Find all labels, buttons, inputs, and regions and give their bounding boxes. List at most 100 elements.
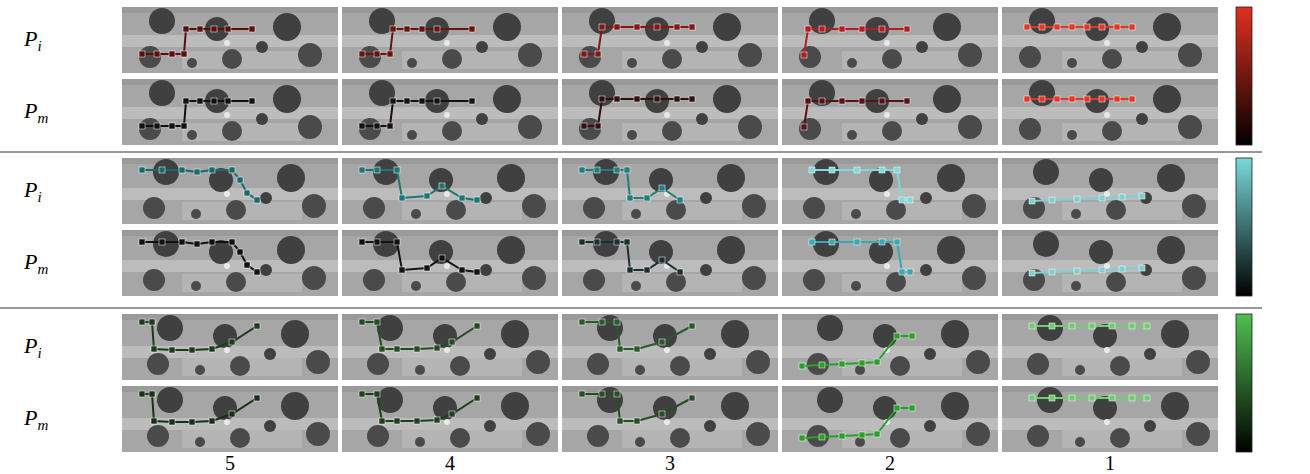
waypoint-marker <box>434 417 440 423</box>
waypoint-marker <box>1099 267 1105 273</box>
waypoint-marker <box>1129 24 1135 30</box>
waypoint-marker <box>439 183 445 189</box>
aerial-thumbnail <box>562 386 778 452</box>
waypoint-marker <box>151 418 157 424</box>
waypoint-marker <box>1084 96 1090 102</box>
waypoint-marker <box>659 257 665 263</box>
column-number: 4 <box>430 452 470 474</box>
waypoint-marker <box>1114 96 1120 102</box>
path-line <box>584 99 692 126</box>
waypoint-marker <box>229 411 235 417</box>
waypoint-marker <box>894 167 900 173</box>
waypoint-marker <box>654 96 660 102</box>
waypoint-marker <box>469 98 475 104</box>
waypoint-marker <box>1114 24 1120 30</box>
row-label-subscript: m <box>37 261 48 277</box>
waypoint-marker <box>1144 395 1150 401</box>
row-label-subscript: i <box>37 189 41 205</box>
waypoint-marker <box>183 26 189 32</box>
waypoint-marker <box>449 339 455 345</box>
group-separator <box>0 152 1262 153</box>
waypoint-marker <box>879 98 885 104</box>
waypoint-marker <box>859 98 865 104</box>
waypoint-marker <box>194 241 200 247</box>
waypoint-marker <box>237 177 243 183</box>
waypoint-marker <box>229 239 235 245</box>
waypoint-marker <box>374 51 380 57</box>
waypoint-marker <box>614 96 620 102</box>
row-label-subscript: m <box>37 110 48 126</box>
waypoint-marker <box>1109 323 1115 329</box>
waypoint-marker <box>399 195 405 201</box>
path-line <box>582 170 680 200</box>
waypoint-marker <box>459 267 465 273</box>
waypoint-marker <box>899 197 905 203</box>
waypoint-marker <box>677 197 683 203</box>
path-line <box>582 322 692 349</box>
waypoint-marker <box>1029 323 1035 329</box>
waypoint-marker <box>209 167 215 173</box>
row-label-subscript: i <box>37 38 41 54</box>
row-label-letter: P <box>24 249 37 274</box>
row-label: Pm <box>24 98 48 127</box>
waypoint-marker <box>209 346 215 352</box>
waypoint-marker <box>801 124 807 130</box>
waypoint-marker <box>624 239 630 245</box>
aerial-thumbnail <box>562 230 778 296</box>
waypoint-marker <box>209 418 215 424</box>
waypoint-marker <box>419 26 425 32</box>
waypoint-marker <box>809 239 815 245</box>
aerial-thumbnail <box>782 314 998 380</box>
waypoint-marker <box>404 26 410 32</box>
waypoint-marker <box>1069 395 1075 401</box>
waypoint-marker <box>209 239 215 245</box>
aerial-thumbnail <box>1002 386 1218 452</box>
waypoint-marker <box>614 24 620 30</box>
waypoint-marker <box>424 265 430 271</box>
row-label-letter: P <box>24 333 37 358</box>
waypoint-marker <box>819 26 825 32</box>
waypoint-marker <box>904 26 910 32</box>
waypoint-marker <box>379 346 385 352</box>
waypoint-marker <box>894 333 900 339</box>
waypoint-marker <box>899 269 905 275</box>
waypoint-marker <box>659 411 665 417</box>
waypoint-marker <box>801 52 807 58</box>
waypoint-marker <box>907 197 913 203</box>
waypoint-marker <box>194 169 200 175</box>
waypoint-marker <box>859 26 865 32</box>
waypoint-marker <box>904 98 910 104</box>
waypoint-marker <box>189 347 195 353</box>
waypoint-marker <box>229 167 235 173</box>
waypoint-marker <box>1039 96 1045 102</box>
waypoint-marker <box>244 262 250 268</box>
waypoint-marker <box>374 167 380 173</box>
row-label-subscript: m <box>37 417 48 433</box>
waypoint-marker <box>169 347 175 353</box>
waypoint-marker <box>1074 268 1080 274</box>
waypoint-marker <box>254 269 260 275</box>
waypoint-marker <box>197 26 203 32</box>
aerial-thumbnail <box>1002 158 1218 224</box>
waypoint-marker <box>581 51 587 57</box>
waypoint-marker <box>254 323 260 329</box>
aerial-thumbnail <box>782 158 998 224</box>
waypoint-marker <box>624 167 630 173</box>
column-number: 3 <box>650 452 690 474</box>
waypoint-marker <box>579 319 585 325</box>
waypoint-marker <box>874 359 880 365</box>
waypoint-marker <box>179 239 185 245</box>
waypoint-marker <box>394 239 400 245</box>
waypoint-marker <box>474 269 480 275</box>
color-bar <box>1236 7 1252 145</box>
waypoint-marker <box>1029 270 1035 276</box>
waypoint-marker <box>819 362 825 368</box>
color-bar <box>1236 158 1252 296</box>
waypoint-marker <box>225 26 231 32</box>
waypoint-marker <box>434 26 440 32</box>
waypoint-marker <box>654 24 660 30</box>
waypoint-marker <box>809 167 815 173</box>
waypoint-marker <box>674 96 680 102</box>
waypoint-marker <box>1024 96 1030 102</box>
aerial-thumbnail <box>122 386 338 452</box>
